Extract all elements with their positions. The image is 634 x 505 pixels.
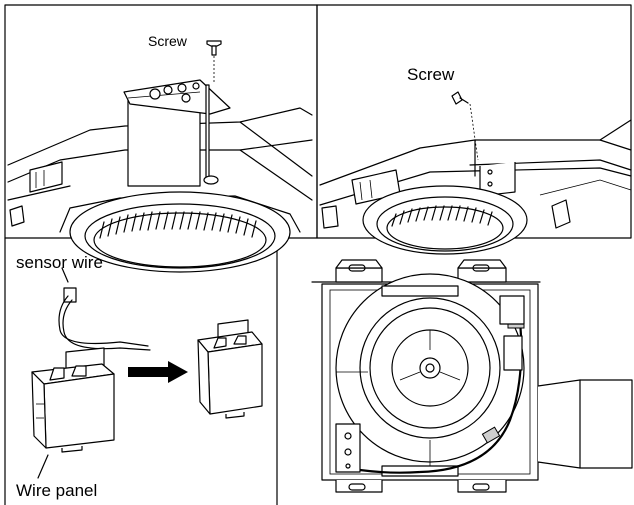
sensor-wire-label: sensor wire bbox=[16, 253, 103, 272]
panel-1-illustration bbox=[7, 40, 313, 273]
wire-panel-label: Wire panel bbox=[16, 481, 98, 500]
panel-4-illustration bbox=[311, 259, 633, 493]
screw-label-2: Screw bbox=[407, 65, 455, 84]
panel-3-illustration bbox=[31, 267, 263, 479]
panel-2-illustration bbox=[319, 91, 632, 255]
screw-label: Screw bbox=[148, 33, 187, 49]
